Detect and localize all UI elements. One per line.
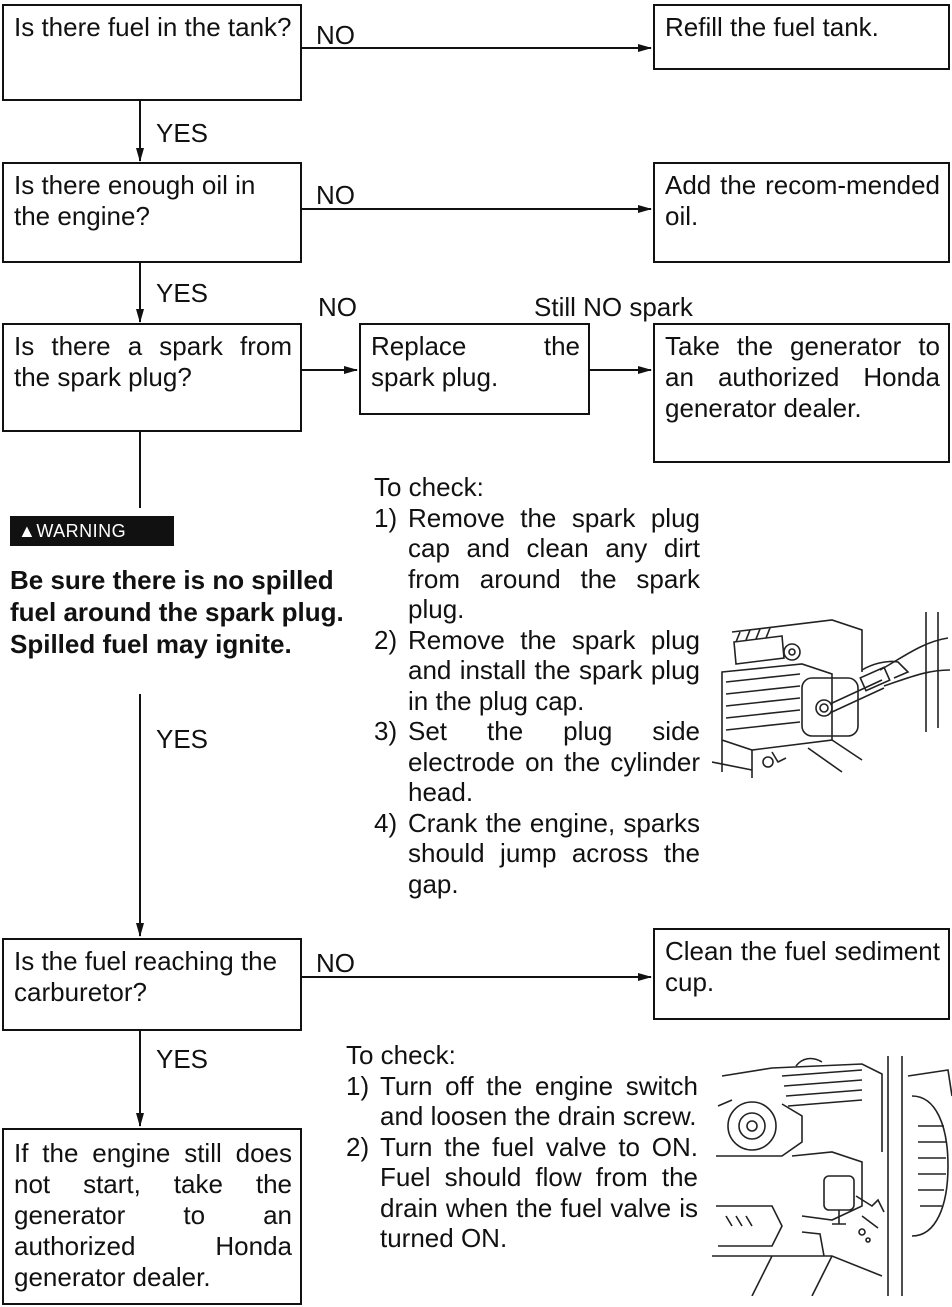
- fuel-check-step: 1)Turn off the engine switch and loosen …: [346, 1070, 698, 1132]
- label-yes-carb: YES: [156, 1044, 209, 1074]
- fuel-check-step: 2)Turn the fuel valve to ON. Fuel should…: [346, 1131, 698, 1254]
- spark-check-heading: To check:: [374, 472, 484, 502]
- label-no-spark: NO: [318, 292, 357, 322]
- box-replace-plug: Replace the spark plug.: [359, 323, 590, 415]
- box-fuel-question: Is there fuel in the tank?: [2, 4, 302, 101]
- label-yes-oil: YES: [156, 278, 209, 308]
- spark-check-step: 3)Set the plug side electrode on the cyl…: [374, 716, 700, 807]
- warning-badge: ▲WARNING: [10, 516, 174, 546]
- box-oil-question: Is there enough oil in the engine?: [2, 162, 302, 263]
- box-clean-cup: Clean the fuel sediment cup.: [653, 928, 950, 1020]
- spark-plug-engine-illustration: [712, 612, 951, 778]
- fuel-check-instructions: To check: 1)Turn off the engine switch a…: [346, 1040, 698, 1254]
- box-carb-question: Is the fuel reaching the carburetor?: [2, 938, 302, 1031]
- fuel-check-heading: To check:: [346, 1040, 456, 1070]
- warning-text: Be sure there is no spilled fuel around …: [10, 565, 344, 659]
- label-no-carb: NO: [316, 948, 355, 978]
- spark-check-step: 2)Remove the spark plug and install the …: [374, 624, 700, 716]
- label-no-oil: NO: [316, 180, 355, 210]
- box-final-dealer: If the engine still does not start, take…: [2, 1128, 302, 1305]
- box-spark-question: Is there a spark from the spark plug?: [2, 323, 302, 432]
- spark-check-instructions: To check: 1)Remove the spark plug cap an…: [374, 472, 700, 899]
- spark-check-step: 1)Remove the spark plug cap and clean an…: [374, 502, 700, 625]
- label-yes-fuel: YES: [156, 118, 209, 148]
- box-refill-tank: Refill the fuel tank.: [653, 4, 950, 70]
- spark-check-step: 4)Crank the engine, sparks should jump a…: [374, 807, 700, 899]
- box-take-dealer: Take the generator to an authorized Hond…: [653, 323, 950, 463]
- fuel-drain-engine-illustration: [712, 1056, 952, 1296]
- box-add-oil: Add the recom-mended oil.: [653, 162, 950, 263]
- label-no-fuel: NO: [316, 20, 355, 50]
- label-still-no-spark: Still NO spark: [534, 292, 693, 322]
- label-yes-spark: YES: [156, 724, 209, 754]
